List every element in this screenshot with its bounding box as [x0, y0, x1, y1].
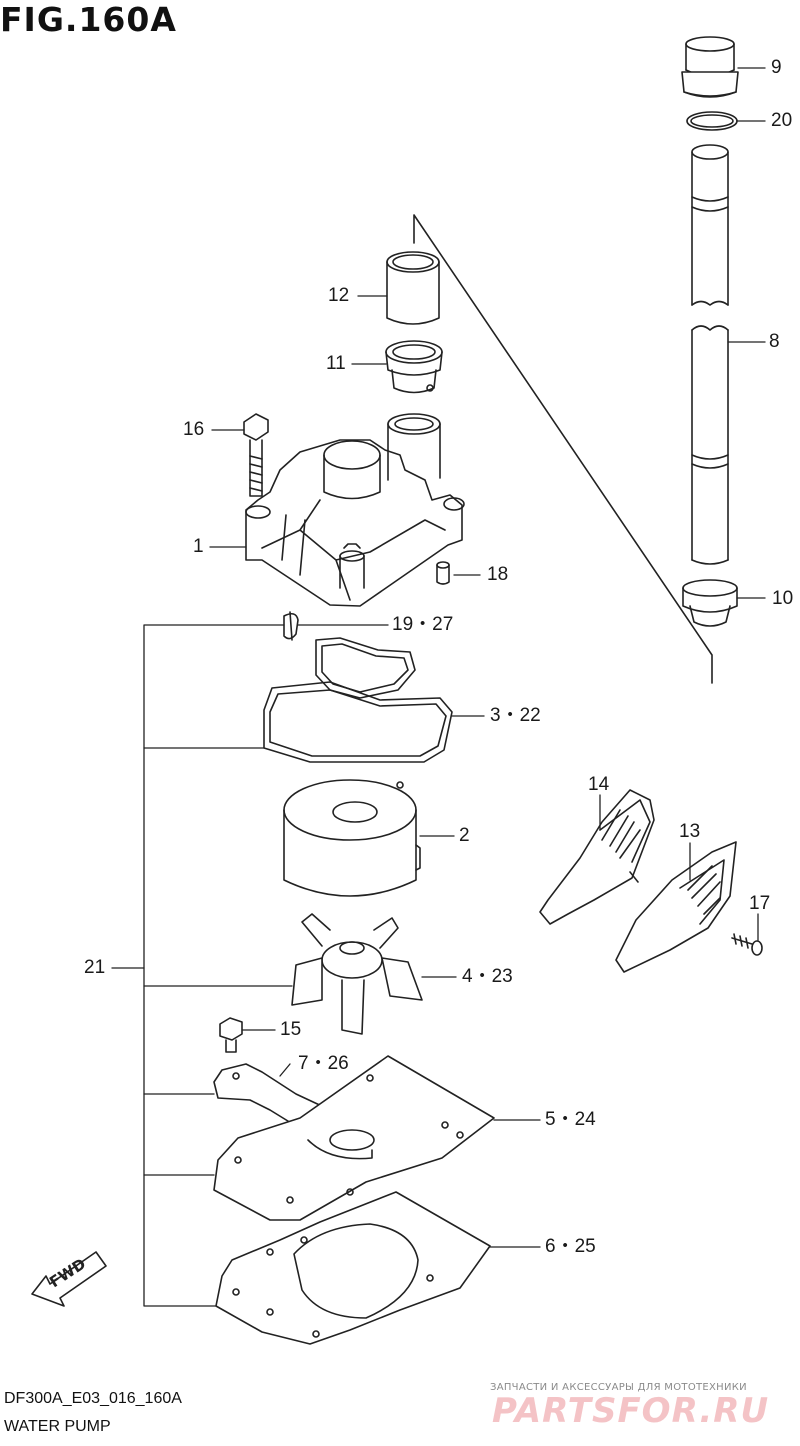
- part-4-impeller: [291, 913, 423, 1035]
- part-12-sleeve: [386, 251, 440, 325]
- callout-5-24: 5・24: [545, 1109, 596, 1130]
- figure-code: DF300A_E03_016_160A: [4, 1390, 182, 1407]
- part-3-seal-ring: [263, 637, 453, 763]
- figure-name: WATER PUMP: [4, 1418, 111, 1435]
- part-8-water-tube: [691, 144, 729, 565]
- watermark-brand: PARTSFOR.RU: [492, 1391, 770, 1431]
- callout-1: 1: [193, 536, 204, 557]
- fwd-arrow-icon: [31, 1251, 107, 1307]
- part-16-bolt: [243, 413, 269, 497]
- part-14-cover: [539, 789, 655, 925]
- callout-14: 14: [588, 774, 610, 795]
- callout-4-23: 4・23: [462, 966, 513, 987]
- callout-10: 10: [772, 588, 794, 609]
- callout-13: 13: [679, 821, 701, 842]
- part-19-key: [283, 611, 299, 641]
- callout-11: 11: [326, 353, 346, 374]
- callout-8: 8: [769, 331, 780, 352]
- part-10-grommet: [682, 579, 738, 627]
- callout-20: 20: [771, 110, 793, 131]
- callout-17: 17: [749, 893, 771, 914]
- watermark-tagline: ЗАПЧАСТИ И АКСЕССУАРЫ ДЛЯ МОТОТЕХНИКИ: [490, 1382, 747, 1393]
- part-9-sleeve: [681, 36, 739, 98]
- callout-15: 15: [280, 1019, 302, 1040]
- part-5-gasket: [213, 1055, 495, 1221]
- part-15-bolt: [219, 1017, 243, 1053]
- leader-lines: [111, 67, 766, 1307]
- part-18-pin: [436, 561, 450, 585]
- callout-18: 18: [487, 564, 509, 585]
- figure-title: FIG.160A: [0, 0, 177, 39]
- part-17-screw: [731, 933, 763, 956]
- callout-12: 12: [328, 285, 350, 306]
- part-2-inner-cover: [283, 779, 421, 897]
- callout-16: 16: [183, 419, 205, 440]
- callout-2: 2: [459, 825, 470, 846]
- callout-19-27: 19・27: [392, 614, 454, 635]
- callout-7-26: 7・26: [298, 1053, 349, 1074]
- callout-9: 9: [771, 57, 782, 78]
- part-13-screen: [615, 841, 737, 973]
- callout-21: 21: [84, 957, 106, 978]
- part-20-o-ring: [686, 111, 738, 131]
- part-1-pump-case: [245, 413, 465, 607]
- assembly-line: [413, 214, 713, 684]
- part-11-bushing: [385, 340, 443, 394]
- callout-6-25: 6・25: [545, 1236, 596, 1257]
- part-6-gasket: [215, 1191, 491, 1345]
- callout-3-22: 3・22: [490, 705, 541, 726]
